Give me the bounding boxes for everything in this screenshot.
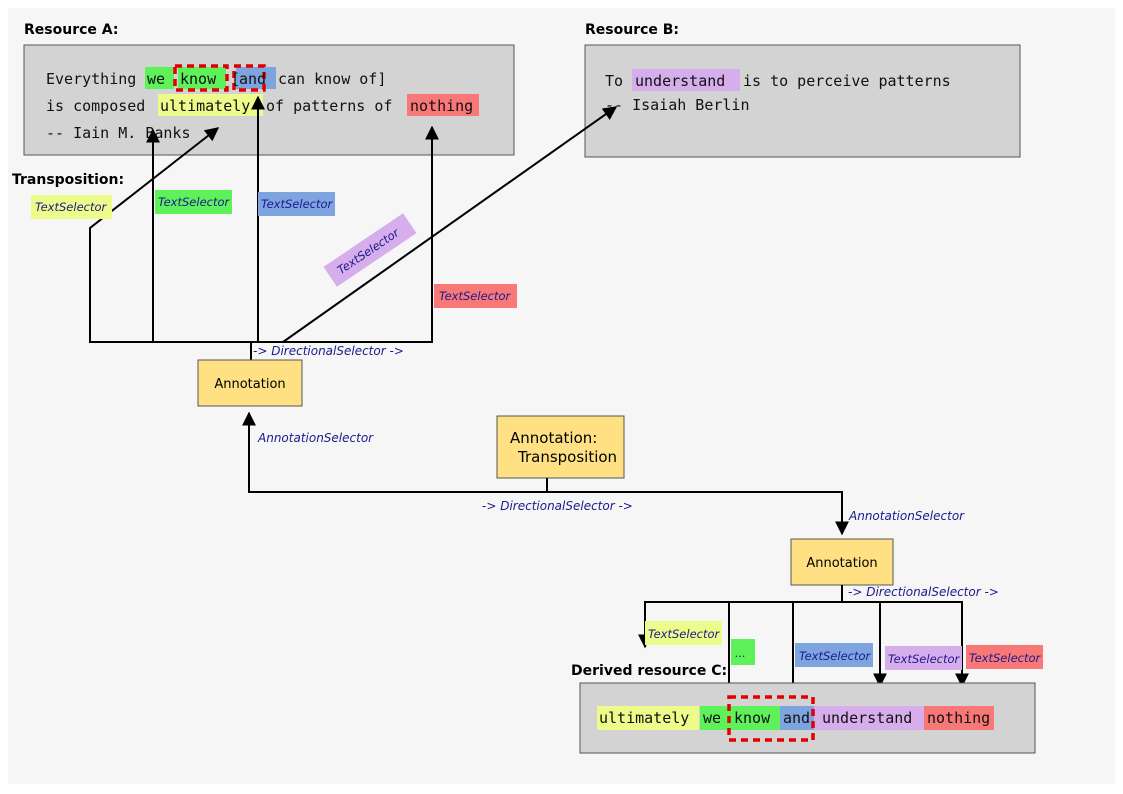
text-and: and [239, 70, 266, 88]
c-selector-badge-green [731, 639, 755, 665]
resource-b-attribution: -- Isaiah Berlin [605, 96, 750, 114]
c-text-we: we [703, 709, 721, 727]
annotation-transposition-line2: Transposition [517, 448, 617, 466]
selector-label-green: TextSelector [158, 195, 231, 209]
text-to: To [605, 72, 623, 90]
text-we: we [147, 70, 165, 88]
c-highlight-we [700, 706, 730, 730]
selector-badge-green [155, 190, 232, 214]
c-dashed-box-know-and [727, 695, 815, 742]
selector-label-red: TextSelector [439, 289, 512, 303]
selector-badge-purple [323, 213, 417, 287]
c-highlight-ultimately [597, 706, 699, 730]
arrow-to-ultimately [89, 127, 252, 360]
c-selector-badge-purple [885, 646, 962, 670]
c-selector-label-purple: TextSelector [888, 652, 961, 666]
text-know: know [180, 70, 217, 88]
text-can-know-of: can know of] [278, 70, 386, 88]
selector-badge-yellow [31, 195, 112, 219]
c-highlight-and [780, 706, 814, 730]
arrow-to-annotation-bottom [547, 491, 849, 536]
c-text-ultimately: ultimately [599, 709, 689, 727]
text-nothing: nothing [410, 97, 473, 115]
transposition-heading: Transposition: [12, 172, 124, 188]
c-selector-label-blue: TextSelector [799, 649, 872, 663]
arrow-to-understand [282, 106, 618, 343]
c-selector-badge-red [966, 645, 1043, 669]
resource-a-attribution: -- Iain M. Banks [46, 124, 191, 142]
directional-selector-bottom: -> DirectionalSelector -> [848, 585, 999, 599]
text-of-patterns-of: of patterns of [266, 97, 392, 115]
annotation-selector-left: AnnotationSelector [257, 431, 374, 445]
selector-label-blue: TextSelector [261, 197, 334, 211]
annotation-selector-right: AnnotationSelector [848, 509, 965, 523]
annotation-transposition-box [496, 415, 625, 479]
selector-label-yellow: TextSelector [35, 200, 108, 214]
resource-a-heading: Resource A: [24, 22, 118, 38]
arrow-to-annotation-top [242, 411, 548, 493]
text-ultimately: ultimately [160, 97, 250, 115]
c-text-and: and [783, 709, 810, 727]
highlight-and [236, 67, 276, 89]
c-selector-badge-yellow [645, 621, 722, 645]
highlight-know [178, 67, 226, 89]
selector-badge-blue [258, 192, 335, 216]
c-selector-label-red: TextSelector [969, 651, 1042, 665]
annotation-bottom-label: Annotation [806, 556, 877, 571]
annotation-transposition-line1: Annotation: [510, 429, 597, 447]
text-is-composed: is composed [46, 97, 145, 115]
text-understand: understand [635, 72, 725, 90]
c-text-nothing: nothing [927, 709, 990, 727]
dashed-box-know [173, 64, 229, 92]
resource-b-heading: Resource B: [585, 22, 679, 38]
c-text-know: know [734, 709, 771, 727]
annotation-top-label: Annotation [214, 377, 285, 392]
text-everything: Everything [46, 70, 136, 88]
highlight-nothing [407, 94, 479, 116]
c-selector-badge-blue [795, 643, 873, 667]
highlight-ultimately [158, 94, 263, 116]
c-highlight-understand [814, 706, 924, 730]
text-bracket: [ [231, 70, 240, 88]
resource-b-box [584, 44, 1021, 158]
annotation-top-box [197, 359, 303, 407]
resource-c-heading: Derived resource C: [571, 663, 727, 679]
c-highlight-nothing [924, 706, 994, 730]
arrow-to-nothing [251, 125, 439, 343]
selector-badge-red [434, 284, 517, 308]
c-text-understand: understand [822, 709, 912, 727]
directional-selector-top: -> DirectionalSelector -> [253, 344, 404, 358]
c-highlight-know [730, 706, 780, 730]
highlight-we [145, 67, 174, 89]
c-selector-label-ellipsis: ... [735, 646, 746, 660]
c-selector-label-yellow: TextSelector [648, 627, 721, 641]
dashed-box-and [232, 64, 266, 92]
directional-selector-mid: -> DirectionalSelector -> [482, 499, 633, 513]
text-is-to-perceive: is to perceive patterns [743, 72, 951, 90]
resource-a-line1: Everything [46, 70, 136, 88]
annotation-bottom-box [790, 538, 894, 586]
highlight-understand [632, 69, 740, 91]
